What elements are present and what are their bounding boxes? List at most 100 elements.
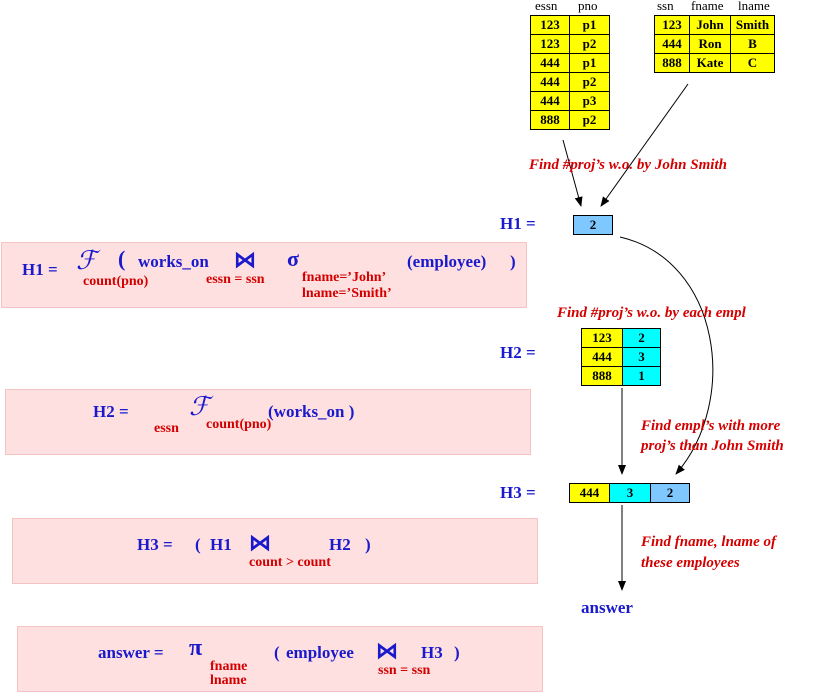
h1-expr-sigma-sub1: fname=’John’ — [302, 270, 387, 285]
table-cell: 444 — [581, 347, 623, 367]
works-on-header-essn: essn — [535, 0, 558, 13]
table-cell: 444 — [530, 91, 570, 111]
table-cell: 888 — [530, 110, 570, 130]
table-cell: 123 — [530, 34, 570, 54]
h2-expr-group: essn — [154, 421, 179, 436]
h3-expr-h1: H1 — [210, 535, 232, 554]
note-h3-line1: Find empl’s with more — [641, 418, 781, 434]
answer-expr-pi-sub1: fname — [210, 659, 248, 674]
h3-expr-join-sub: count > count — [249, 555, 331, 570]
table-cell: 3 — [622, 347, 661, 367]
table-cell: 444 — [530, 53, 570, 73]
table-cell: John — [689, 15, 731, 35]
note-answer-line2: these employees — [641, 555, 740, 571]
arrow-works-on-to-h1 — [562, 139, 583, 207]
join-icon: ⋈ — [249, 530, 271, 555]
h3-label: H3 = — [500, 483, 536, 502]
arrow-employee-to-h1 — [600, 83, 689, 207]
table-cell: p2 — [569, 34, 610, 54]
answer-expr-lhs: answer = — [98, 643, 164, 662]
h1-expr-join-sub: essn = ssn — [206, 272, 265, 287]
table-cell: Kate — [689, 53, 731, 73]
aggregate-function-icon: ℱ — [189, 392, 210, 421]
h1-expr-close: ) — [510, 252, 516, 271]
h1-expression-box: H1 = ℱ count(pno) ( works_on ⋈ essn = ss… — [1, 242, 527, 308]
note-h1: Find #proj’s w.o. by John Smith — [529, 157, 727, 173]
h2-expr-f-sub: count(pno) — [206, 417, 272, 432]
h1-expr-open: ( — [118, 246, 126, 271]
projection-pi-icon: π — [189, 635, 203, 661]
h1-expr-lhs: H1 = — [22, 260, 58, 279]
answer-label: answer — [581, 598, 633, 617]
h3-expr-h2: H2 — [329, 535, 351, 554]
h1-label: H1 = — [500, 214, 536, 233]
answer-expr-close: ) — [454, 643, 460, 662]
table-cell: 444 — [654, 34, 690, 54]
table-cell: 1 — [622, 366, 661, 386]
table-cell: C — [730, 53, 775, 73]
h1-expr-employee: (employee) — [407, 252, 487, 271]
h1-expr-f-sub: count(pno) — [83, 274, 149, 289]
table-cell: p3 — [569, 91, 610, 111]
note-answer-line1: Find fname, lname of — [641, 534, 777, 550]
employee-header-ssn: ssn — [657, 0, 674, 13]
table-cell: p2 — [569, 110, 610, 130]
works-on-header-pno: pno — [578, 0, 598, 13]
h2-label: H2 = — [500, 343, 536, 362]
h3-expr-lhs: H3 = — [137, 535, 173, 554]
table-cell: 123 — [581, 328, 623, 348]
employee-header-lname: lname — [738, 0, 770, 13]
answer-expr-employee: employee — [286, 643, 354, 662]
join-icon: ⋈ — [234, 247, 256, 272]
note-h2: Find #proj’s w.o. by each empl — [557, 305, 746, 321]
answer-expression-box: answer = π fname lname ( employee ⋈ ssn … — [17, 626, 543, 692]
employee-header-fname: fname — [691, 0, 724, 13]
select-sigma-icon: σ — [287, 246, 299, 271]
h2-expression-box: H2 = essn ℱ count(pno) (works_on ) — [5, 389, 531, 455]
arrow-h1-to-h3 — [619, 236, 714, 475]
table-cell: 444 — [530, 72, 570, 92]
table-row: 2 — [573, 215, 613, 235]
table-cell: 444 — [569, 483, 610, 503]
note-h3-line2: proj’s than John Smith — [641, 438, 784, 454]
table-cell: Smith — [730, 15, 775, 35]
table-cell: 3 — [609, 483, 651, 503]
answer-expr-pi-sub2: lname — [210, 673, 247, 688]
table-cell: 2 — [622, 328, 661, 348]
h1-expr-sigma-sub2: lname=’Smith’ — [302, 286, 392, 301]
h3-expr-open: ( — [195, 535, 201, 554]
answer-expr-open: ( — [274, 643, 280, 662]
h2-expr-lhs: H2 = — [93, 402, 129, 421]
h1-expr-works-on: works_on — [138, 252, 209, 271]
table-cell: p2 — [569, 72, 610, 92]
table-cell: 2 — [650, 483, 690, 503]
h2-expr-arg: (works_on ) — [268, 402, 355, 421]
table-cell: 2 — [573, 215, 613, 235]
answer-expr-h3: H3 — [421, 643, 443, 662]
answer-expr-join-sub: ssn = ssn — [378, 663, 431, 678]
table-cell: p1 — [569, 15, 610, 35]
h1-result-table: 2 — [573, 215, 613, 235]
aggregate-function-icon: ℱ — [76, 246, 97, 275]
h3-expression-box: H3 = ( H1 ⋈ count > count H2 ) — [12, 518, 538, 584]
table-cell: 123 — [654, 15, 690, 35]
join-icon: ⋈ — [376, 638, 398, 663]
